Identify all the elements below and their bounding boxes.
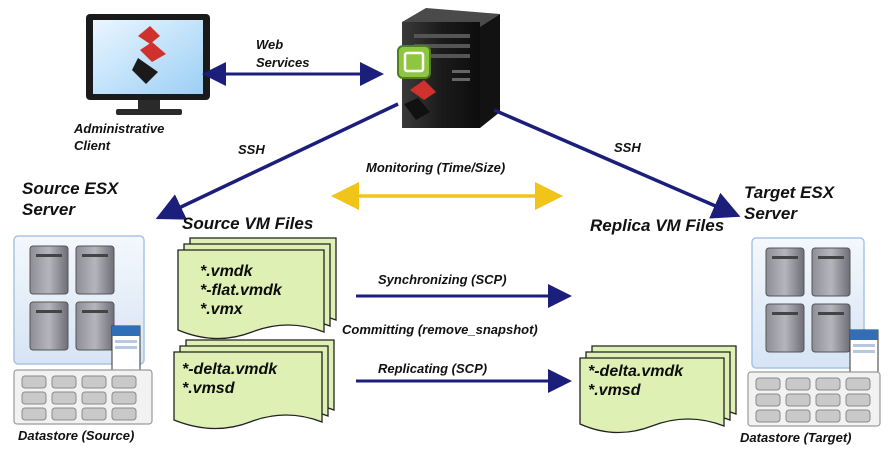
file-vmdk: *.vmdk xyxy=(200,263,253,280)
monitoring-label: Monitoring (Time/Size) xyxy=(366,160,506,175)
synchronizing-label: Synchronizing (SCP) xyxy=(378,272,507,287)
admin-client-label-line1: Administrative xyxy=(74,121,165,136)
target-esx-label: Target ESX Server xyxy=(744,182,834,224)
web-services-label-line1: Web xyxy=(256,37,284,52)
ssh-left-arrow xyxy=(155,102,399,220)
source-delta-doc-stack xyxy=(173,339,335,430)
source-esx-label: Source ESX Server xyxy=(22,178,118,220)
esx-host-icon-source xyxy=(13,235,145,383)
monitor-icon xyxy=(86,14,210,115)
file-flat-vmdk: *-flat.vmdk xyxy=(200,282,282,299)
esx-host-icon-target xyxy=(751,237,879,387)
ssh-left-label: SSH xyxy=(238,142,265,157)
target-esx-label-line2: Server xyxy=(744,204,797,223)
source-esx-label-line2: Server xyxy=(22,200,75,219)
source-files-list: *.vmdk *-flat.vmdk *.vmx xyxy=(200,262,282,319)
datastore-icon-source xyxy=(13,369,153,425)
server-tower-icon xyxy=(397,8,500,128)
source-delta-files-list: *-delta.vmdk *.vmsd xyxy=(182,360,277,398)
replica-delta-doc-stack xyxy=(579,345,737,434)
replicating-label: Replicating (SCP) xyxy=(378,361,488,376)
ssh-right-arrow xyxy=(493,108,741,219)
file-vmsd-replica: *.vmsd xyxy=(588,382,641,399)
web-services-label: Web Services xyxy=(256,36,310,72)
file-vmsd-source: *.vmsd xyxy=(182,380,235,397)
web-services-label-line2: Services xyxy=(256,55,310,70)
file-delta-vmdk-replica: *-delta.vmdk xyxy=(588,363,684,380)
datastore-icon-target xyxy=(747,371,881,427)
replica-vm-files-label: Replica VM Files xyxy=(590,216,725,235)
source-esx-label-line1: Source ESX xyxy=(22,179,119,198)
admin-client-label: Administrative Client xyxy=(74,120,164,154)
target-esx-label-line1: Target ESX xyxy=(744,183,835,202)
ssh-right-label: SSH xyxy=(614,140,641,155)
source-files-doc-stack xyxy=(177,237,337,340)
source-vm-files-label: Source VM Files xyxy=(182,214,314,233)
admin-client-label-line2: Client xyxy=(74,138,111,153)
datastore-target-label: Datastore (Target) xyxy=(740,430,852,445)
file-delta-vmdk-source: *-delta.vmdk xyxy=(182,361,278,378)
committing-label: Committing (remove_snapshot) xyxy=(342,322,538,337)
replica-files-list: *-delta.vmdk *.vmsd xyxy=(588,362,683,400)
datastore-source-label: Datastore (Source) xyxy=(18,428,135,443)
file-vmx: *.vmx xyxy=(200,301,243,318)
